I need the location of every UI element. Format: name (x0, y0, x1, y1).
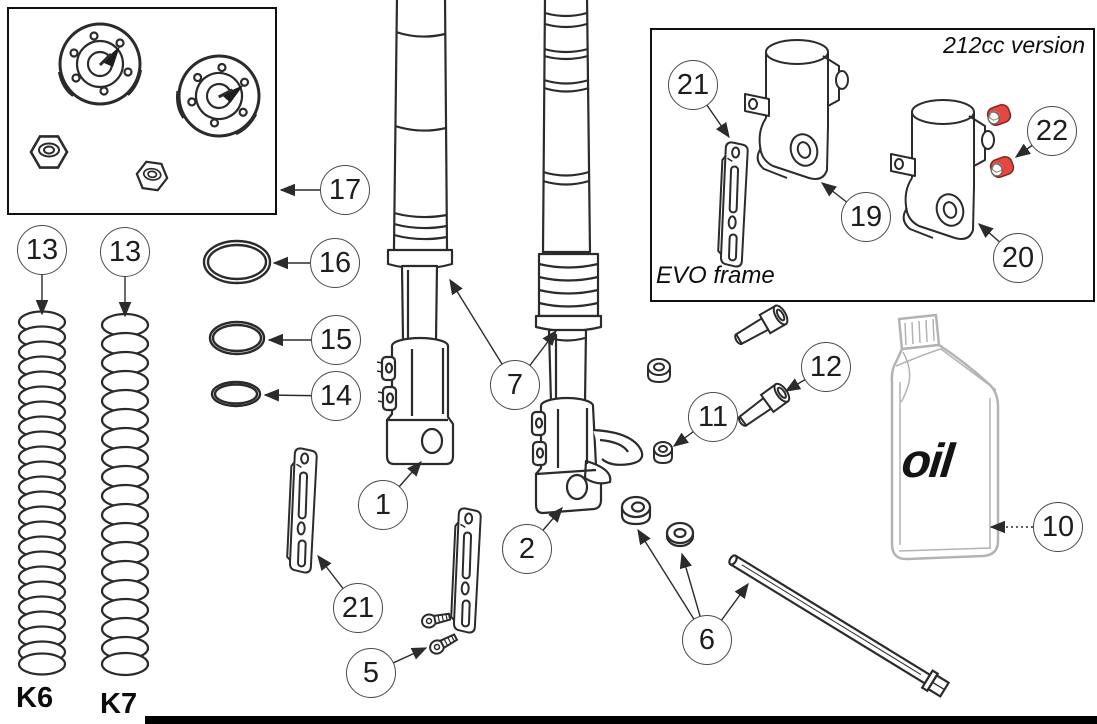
callout-14-label: 14 (319, 379, 353, 412)
callout-19-label: 19 (849, 200, 883, 233)
callout-17-label: 17 (328, 173, 362, 206)
callout-7: 7 (490, 360, 540, 410)
callout-15: 15 (311, 315, 361, 365)
fork-leg-left (376, 0, 455, 466)
fork-spring-left (17, 310, 67, 676)
callout-19: 19 (841, 192, 891, 242)
axle-washer (665, 521, 695, 548)
oil-bottle (890, 313, 1000, 561)
callout-1-label: 1 (374, 488, 392, 521)
callout-2: 2 (502, 524, 552, 574)
callout-1: 1 (358, 480, 408, 530)
wheel-axle (728, 554, 951, 698)
callout-15-label: 15 (319, 323, 353, 356)
callout-16-label: 16 (318, 246, 352, 279)
inset-version-label: 212cc version (943, 32, 1085, 58)
fork-spring-right (100, 312, 150, 677)
callout-11-label: 11 (697, 400, 729, 433)
fork-leg-right (530, 0, 644, 515)
mount-bracket-left (285, 447, 318, 574)
axle-nut (620, 495, 652, 526)
bottom-edge-bar (145, 716, 1097, 724)
callout-11: 11 (688, 392, 738, 442)
callout-21-main-label: 21 (341, 591, 375, 624)
callout-2-label: 2 (518, 532, 536, 565)
callout-12: 12 (801, 342, 851, 392)
inset-box-fork-caps (7, 7, 277, 215)
callout-22: 22 (1027, 106, 1077, 156)
clamp-nut (647, 358, 671, 384)
hex-nut-a (29, 135, 69, 169)
ring-small (210, 380, 262, 408)
callout-5-label: 5 (362, 656, 380, 689)
callout-20: 20 (993, 233, 1043, 283)
mount-bracket-right (449, 507, 482, 634)
callout-17: 17 (320, 165, 370, 215)
ring-medium (208, 320, 266, 356)
fork-cap-a (57, 22, 143, 106)
callout-21-inset-label: 21 (676, 68, 710, 101)
spring-label-k7: K7 (100, 688, 138, 720)
bracket-screw-b (426, 630, 460, 658)
socket-bolt-upper (730, 302, 792, 351)
callout-21-inset: 21 (668, 60, 718, 110)
callout-10-label: 10 (1041, 510, 1075, 543)
callout-5: 5 (346, 648, 396, 698)
oil-bottle-label: oil (899, 435, 955, 488)
bracket-screw-a (419, 609, 452, 630)
callout-7-label: 7 (506, 368, 524, 401)
callout-6-label: 6 (698, 623, 716, 656)
cap-nut (653, 441, 673, 465)
callout-12-label: 12 (809, 350, 843, 383)
callout-10: 10 (1033, 502, 1083, 552)
ring-large (202, 239, 272, 285)
callout-22-label: 22 (1035, 114, 1069, 147)
callout-13-left-label: 13 (25, 233, 59, 266)
callout-13-right-label: 13 (108, 235, 142, 268)
spring-label-k6: K6 (16, 682, 54, 714)
callout-16: 16 (310, 238, 360, 288)
callout-21-main: 21 (333, 583, 383, 633)
callout-13-left: 13 (17, 225, 67, 275)
callout-14: 14 (311, 371, 361, 421)
inset-frame-label: EVO frame (656, 262, 775, 289)
callout-6: 6 (682, 615, 732, 665)
callout-13-right: 13 (100, 227, 150, 277)
socket-bolt-lower (733, 380, 794, 433)
callout-20-label: 20 (1001, 241, 1035, 274)
